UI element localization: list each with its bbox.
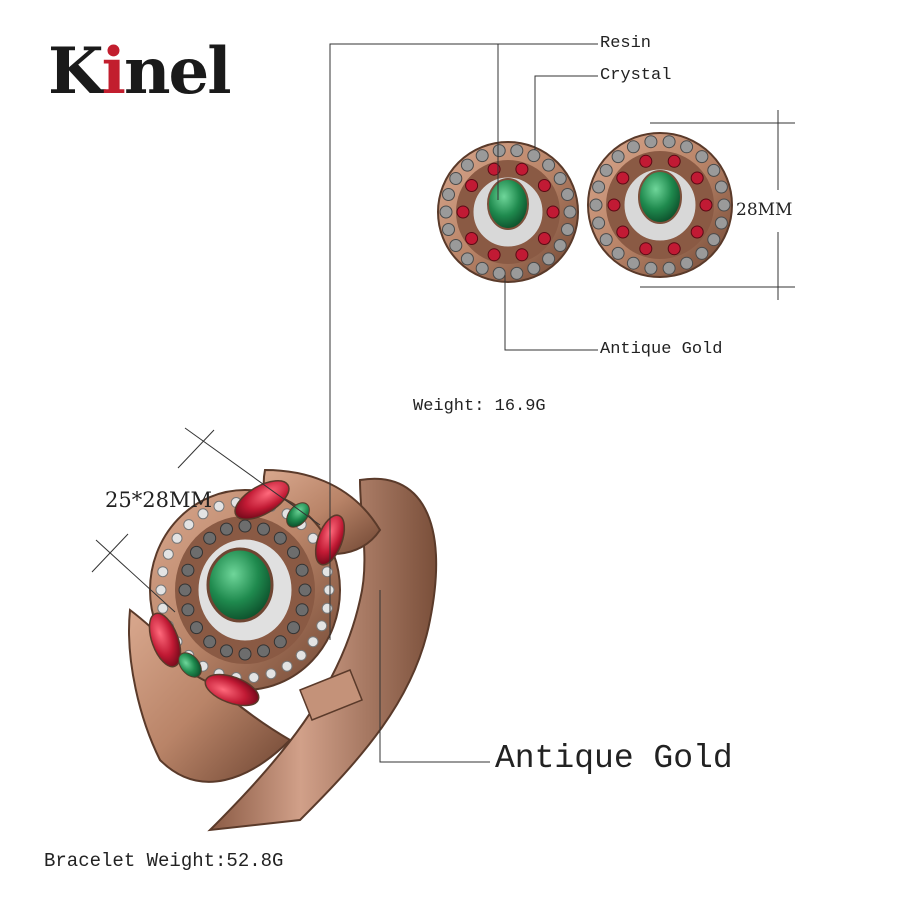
label-crystal: Crystal bbox=[600, 66, 672, 85]
logo-letter-k: K bbox=[48, 34, 104, 109]
label-earring-antique-gold: Antique Gold bbox=[600, 340, 723, 359]
bracelet-hinge bbox=[299, 669, 363, 721]
label-earring-height: 28MM bbox=[736, 200, 793, 220]
label-bracelet-weight: Bracelet Weight:52.8G bbox=[44, 850, 284, 872]
logo-letters-nel: nel bbox=[123, 34, 232, 109]
earring-left-crystal-rim bbox=[439, 144, 577, 280]
brand-logo: Kinel bbox=[48, 40, 231, 104]
callout-lines bbox=[91, 43, 795, 763]
earring-right-resin-stone bbox=[638, 170, 682, 224]
bracelet-resin-stone bbox=[206, 547, 274, 623]
earring-left bbox=[437, 141, 579, 283]
label-resin: Resin bbox=[600, 34, 652, 53]
bracelet-hematite-ring bbox=[178, 519, 312, 661]
logo-letter-i: i bbox=[101, 34, 126, 109]
label-earring-weight: Weight: 16.9G bbox=[413, 397, 546, 416]
earring-right-ruby-ring bbox=[607, 154, 713, 256]
bracelet bbox=[128, 468, 438, 832]
earring-left-resin-stone bbox=[487, 178, 529, 230]
label-bracelet-size: 25*28MM bbox=[105, 488, 212, 512]
earring-right-crystal-rim bbox=[589, 135, 731, 275]
bracelet-band bbox=[207, 477, 438, 832]
earring-left-ruby-ring bbox=[456, 162, 560, 262]
label-bracelet-antique-gold: Antique Gold bbox=[495, 740, 733, 777]
earring-right bbox=[587, 132, 733, 278]
